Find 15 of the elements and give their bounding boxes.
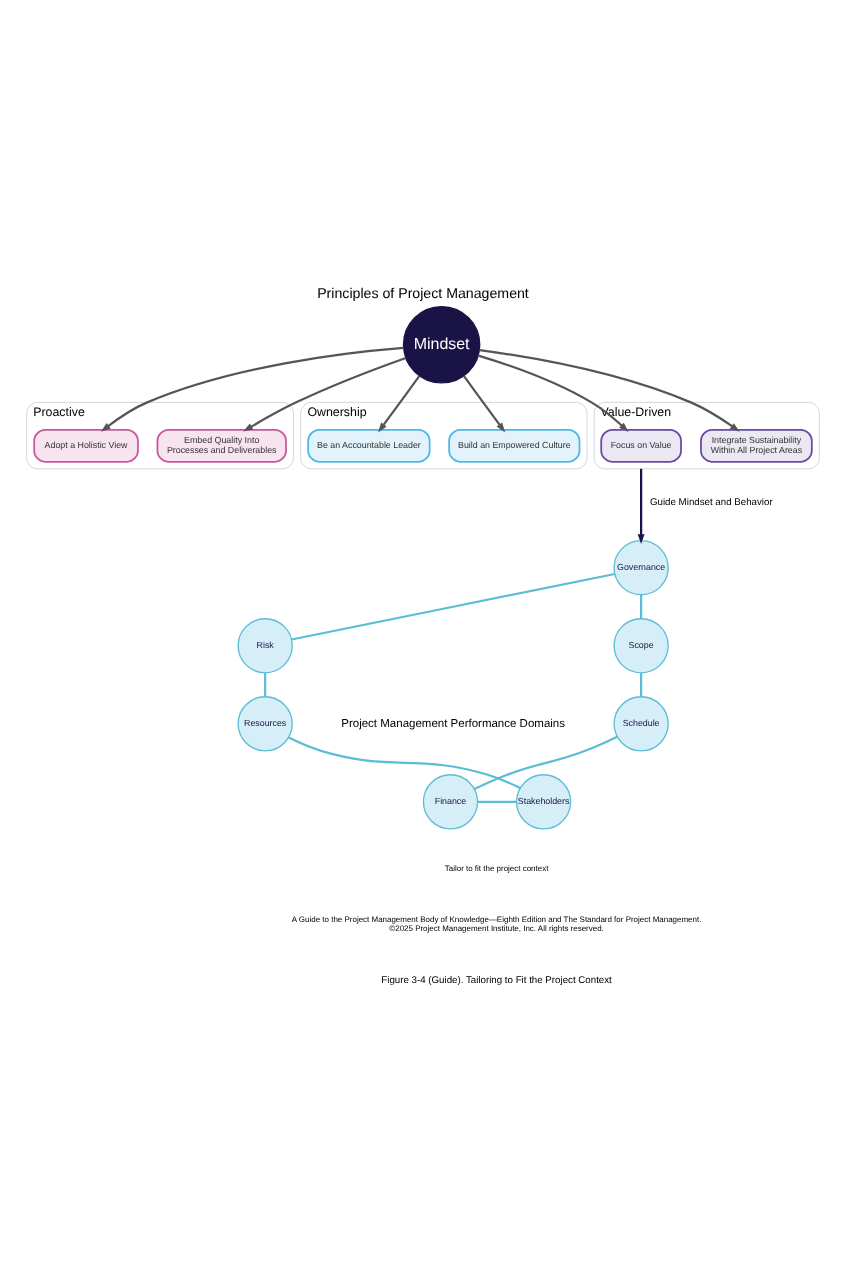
connector [477,800,517,803]
arrow [243,356,407,432]
arrow [479,348,740,432]
arrow [478,354,629,432]
connector [288,736,521,789]
arrow [637,468,645,544]
connector [640,672,643,697]
arrow [100,346,404,432]
arrow [378,375,421,433]
connector [640,594,643,619]
node-circle: Mindset [402,305,481,384]
connector [264,672,267,697]
arrow [462,375,506,433]
connector [291,572,615,641]
connector [474,735,618,790]
